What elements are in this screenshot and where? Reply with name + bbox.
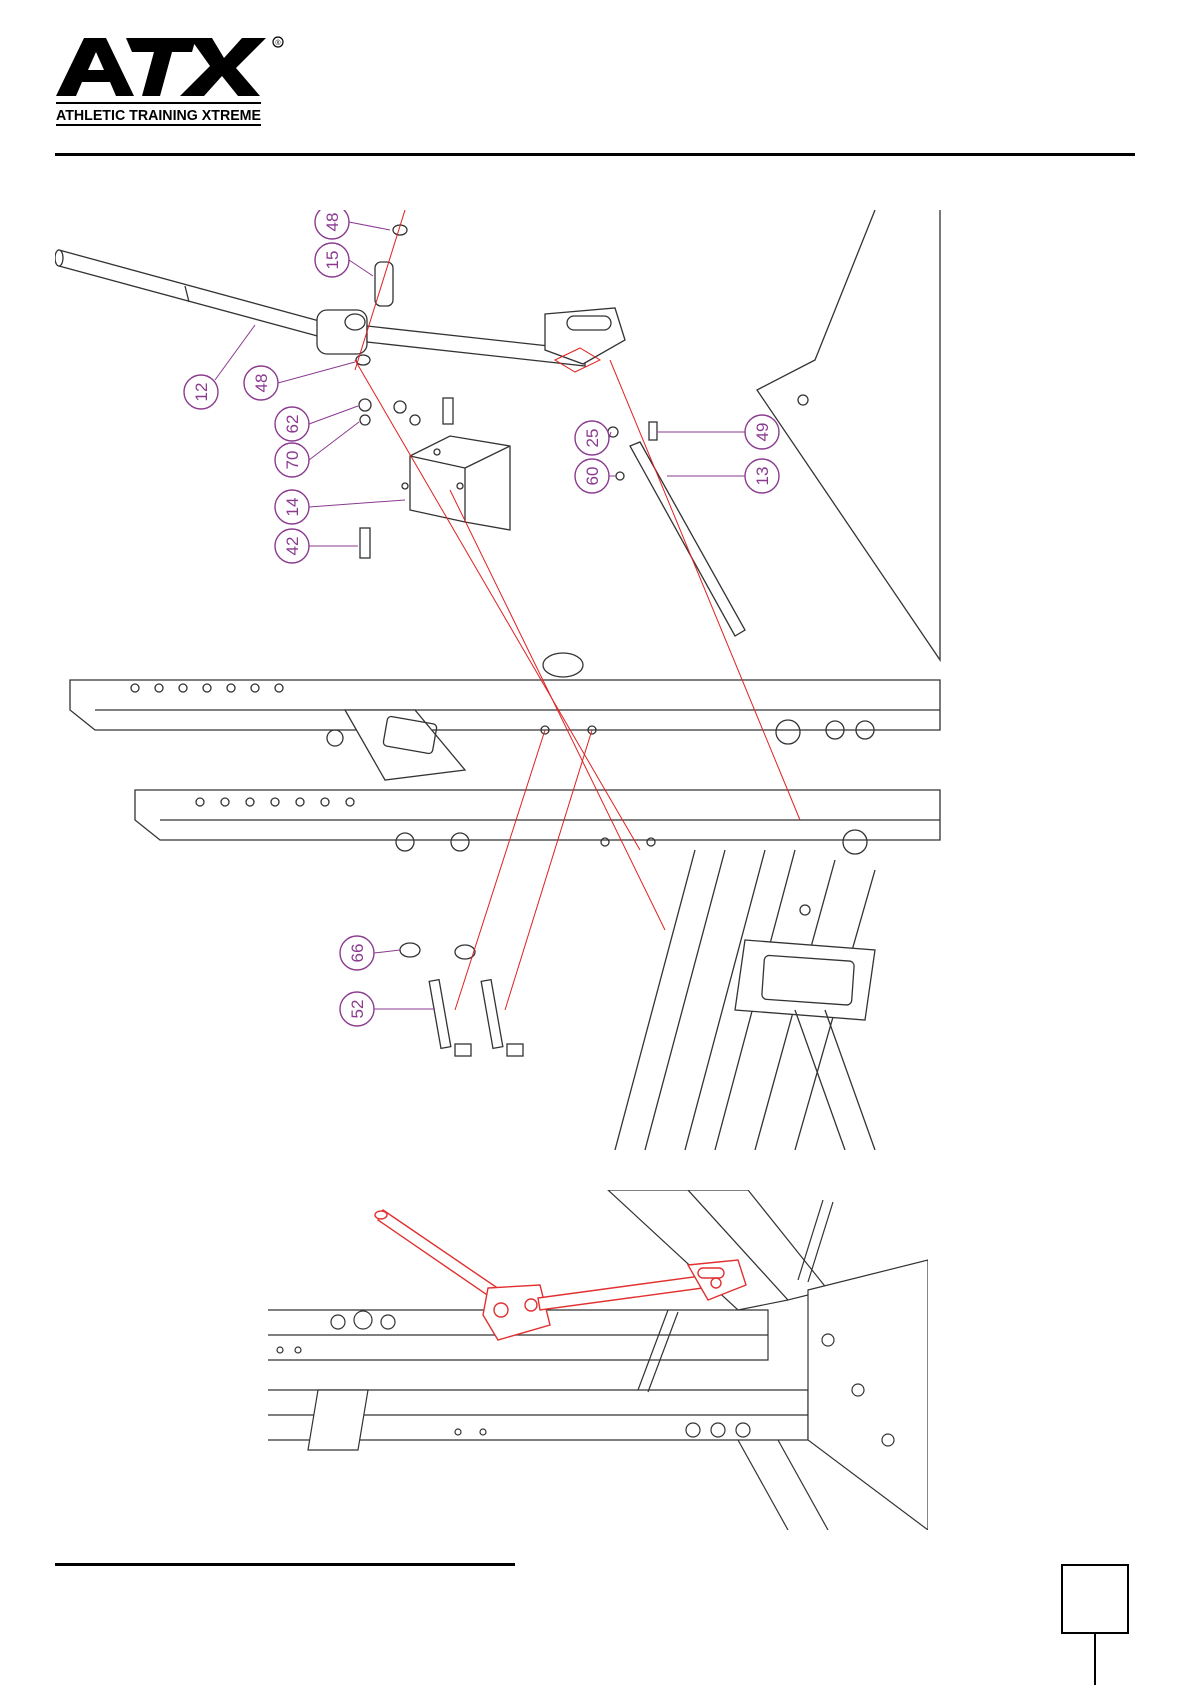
- footer-rule: [55, 1563, 515, 1566]
- svg-text:52: 52: [348, 1000, 367, 1019]
- callout-25: 25: [575, 421, 611, 455]
- callout-42: 42: [275, 529, 358, 563]
- registered-mark: ®: [275, 39, 281, 47]
- header-rule: [55, 153, 1135, 156]
- upper-tube: [70, 653, 940, 780]
- callout-15: 15: [315, 243, 373, 277]
- frame-panel: [757, 210, 940, 660]
- svg-text:48: 48: [323, 213, 342, 232]
- svg-text:13: 13: [753, 467, 772, 486]
- lower-frame: [615, 850, 875, 1150]
- lower-tube: [135, 790, 940, 854]
- svg-text:49: 49: [753, 423, 772, 442]
- exploded-assembly-diagram: 48 15 12 48 62 70 14 42 25 49 60 13 66 5…: [55, 210, 945, 1150]
- callout-52: 52: [340, 992, 435, 1026]
- callout-60: 60: [575, 459, 616, 493]
- svg-text:48: 48: [252, 374, 271, 393]
- assembled-view-diagram: [268, 1190, 928, 1530]
- svg-text:62: 62: [283, 415, 302, 434]
- bracket: [402, 436, 510, 530]
- callout-66: 66: [340, 936, 400, 970]
- svg-text:25: 25: [583, 429, 602, 448]
- assembled-side-panel: [808, 1260, 928, 1530]
- bolts-washers: [400, 943, 523, 1056]
- callout-12: 12: [184, 325, 255, 409]
- svg-text:42: 42: [283, 537, 302, 556]
- svg-text:60: 60: [583, 467, 602, 486]
- callout-13: 13: [667, 459, 779, 493]
- callout-bubbles: 48 15 12 48 62 70 14 42 25 49 60 13 66 5…: [184, 210, 779, 1026]
- svg-text:14: 14: [283, 498, 302, 517]
- callout-48-top: 48: [315, 210, 390, 239]
- page-box-tick: [1094, 1634, 1096, 1685]
- atx-logo: ® ATHLETIC TRAINING XTREME: [56, 36, 286, 140]
- pin: [630, 442, 745, 636]
- svg-text:66: 66: [348, 944, 367, 963]
- svg-text:12: 12: [192, 383, 211, 402]
- callout-49: 49: [658, 415, 779, 449]
- page-number: [1061, 1564, 1129, 1634]
- svg-text:70: 70: [283, 451, 302, 470]
- logo-tagline: ATHLETIC TRAINING XTREME: [56, 108, 261, 124]
- svg-text:15: 15: [323, 251, 342, 270]
- callout-62: 62: [275, 406, 358, 441]
- callout-48-mid: 48: [244, 362, 355, 400]
- callout-14: 14: [275, 490, 405, 524]
